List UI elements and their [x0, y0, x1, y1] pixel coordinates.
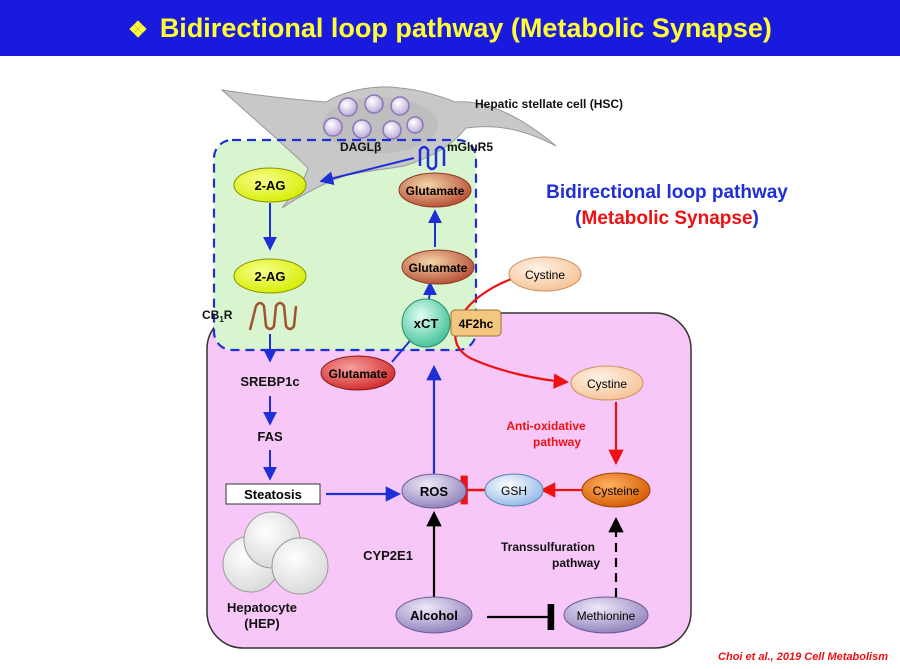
- hepatocyte-label-line2: (HEP): [244, 616, 279, 631]
- diamond-bullet-icon: ❖: [128, 17, 148, 42]
- synapse-heading-line1: Bidirectional loop pathway: [546, 182, 788, 203]
- hepatocyte-cells-illustration: [222, 511, 329, 595]
- arrow-daglb-to-2ag: [319, 157, 415, 186]
- cysteine-label: Cysteine: [593, 484, 640, 498]
- cysteine-node: [581, 472, 651, 508]
- transsulfuration-line2: pathway: [552, 556, 600, 570]
- ros-label: ROS: [420, 484, 449, 499]
- cystine-out-label: Cystine: [525, 268, 565, 282]
- glutamate-mid-label: Glutamate: [409, 261, 468, 275]
- srebp1c-label: SREBP1c: [240, 374, 299, 389]
- xct-transporter: [401, 298, 451, 348]
- xct-label: xCT: [414, 316, 439, 331]
- cyp2e1-label: CYP2E1: [363, 548, 413, 563]
- f2hc-label: 4F2hc: [459, 317, 494, 331]
- two-ag-bottom-node: [233, 258, 307, 294]
- glutamate-top-label: Glutamate: [406, 184, 465, 198]
- cystine-in-node: [570, 365, 644, 401]
- title-banner: [0, 0, 900, 56]
- steatosis-label: Steatosis: [244, 487, 302, 502]
- mglur5-receptor-icon: [418, 145, 446, 171]
- two-ag-top-label: 2-AG: [254, 178, 285, 193]
- glutamate-hep-node: [320, 355, 396, 391]
- two-ag-top-node: [233, 167, 307, 203]
- anti-oxidative-line1: Anti-oxidative: [506, 419, 586, 433]
- alcohol-node: [395, 596, 473, 634]
- mglur5-label: mGluR5: [447, 140, 493, 154]
- alcohol-label: Alcohol: [410, 608, 458, 623]
- daglb-label: DAGLβ: [340, 140, 381, 154]
- methionine-label: Methionine: [577, 609, 636, 623]
- synapse-dashed-boundary: [212, 138, 478, 352]
- synapse-heading-line2: (Metabolic Synapse): [575, 208, 759, 229]
- glutamate-top-node: [398, 172, 472, 208]
- glutamate-hep-label: Glutamate: [329, 367, 388, 381]
- steatosis-box: [225, 483, 321, 505]
- slide-title: ❖ Bidirectional loop pathway (Metabolic S…: [0, 0, 900, 56]
- transsulfuration-line1: Transsulfuration: [501, 540, 595, 554]
- two-ag-bottom-label: 2-AG: [254, 269, 285, 284]
- lipid-droplets: [323, 94, 424, 140]
- citation: Choi et al., 2019 Cell Metabolism: [718, 651, 888, 663]
- gsh-label: GSH: [501, 484, 527, 498]
- hepatocyte-label-line1: Hepatocyte: [227, 600, 297, 615]
- cystine-in-label: Cystine: [587, 377, 627, 391]
- fas-label: FAS: [257, 429, 283, 444]
- methionine-node: [563, 596, 649, 634]
- slide-title-text: Bidirectional loop pathway (Metabolic Sy…: [159, 13, 772, 43]
- glutamate-mid-node: [401, 249, 475, 285]
- f2hc-transporter: [450, 309, 502, 337]
- ros-node: [401, 473, 467, 509]
- hsc-label: Hepatic stellate cell (HSC): [475, 97, 623, 111]
- arrow-cystine-uptake: [454, 274, 570, 389]
- anti-oxidative-line2: pathway: [533, 435, 581, 449]
- cb1r-label: CB1R: [202, 308, 233, 324]
- cb1r-receptor-icon: [248, 301, 298, 331]
- cystine-out-node: [508, 256, 582, 292]
- gsh-node: [484, 473, 544, 507]
